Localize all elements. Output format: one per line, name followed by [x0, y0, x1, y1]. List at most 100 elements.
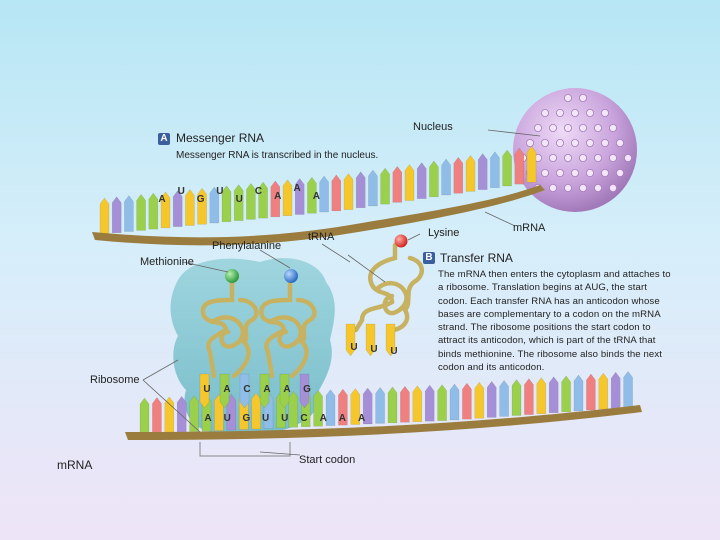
trna-label: tRNA [308, 231, 335, 243]
section-b-badge: B [423, 252, 435, 264]
start-codon-label: Start codon [299, 454, 356, 466]
mrna-base [355, 171, 366, 209]
mrna-base [392, 165, 403, 203]
nuclear-pore [579, 124, 588, 133]
mrna-base [462, 382, 472, 420]
nuclear-pore [594, 124, 603, 133]
nuclear-pore [579, 94, 588, 103]
nuclear-pore [594, 153, 603, 162]
top-strand-backbone [92, 185, 545, 246]
mrna-base [474, 381, 485, 419]
mrna-base [331, 174, 342, 212]
anticodon-base [259, 373, 270, 409]
mrna-base [623, 370, 633, 408]
mrna-base [561, 375, 571, 413]
mrna-base [429, 160, 439, 198]
nuclear-pore [609, 124, 618, 133]
anticodon-base [219, 373, 230, 409]
nuclear-pore [564, 124, 573, 133]
nuclear-pore [556, 168, 565, 177]
start-codon-bracket [199, 442, 291, 457]
top-strand-base-letter: A [158, 194, 165, 205]
nuclear-pore [616, 138, 625, 147]
methionine-label: Methionine [140, 256, 194, 268]
top-strand-base-letter: A [293, 183, 300, 194]
mrna-base [362, 387, 373, 425]
mrna-bottom-label: mRNA [57, 458, 93, 472]
top-strand-base-letter: U [216, 186, 223, 197]
mrna-base [548, 376, 559, 414]
mrna-base [400, 385, 410, 423]
mrna-base [221, 185, 232, 223]
nuclear-pore [601, 109, 610, 118]
mrna-base [375, 386, 385, 424]
mrna-base [288, 390, 299, 428]
bottom-strand-base-letter: A [320, 413, 327, 424]
anticodon-base [239, 373, 250, 409]
mrna-base [246, 182, 256, 220]
mrna-base [258, 181, 268, 219]
lysine-anticodon-base [345, 323, 356, 357]
nuclear-pore [609, 183, 618, 192]
bottom-strand-base-letter: G [243, 413, 251, 424]
bottom-strand-base-letter: A [204, 413, 211, 424]
top-strand-base-letter: A [274, 191, 281, 202]
top-strand-base-letter: U [236, 194, 243, 205]
nuclear-pore [624, 153, 633, 162]
mrna-base [307, 176, 317, 214]
mrna-base [486, 380, 497, 418]
ribosome-label: Ribosome [90, 374, 140, 386]
nuclear-pore [549, 153, 558, 162]
nuclear-pore [579, 183, 588, 192]
section-b-text: The mRNA then enters the cytoplasm and a… [438, 269, 671, 374]
mrna-base [282, 179, 293, 216]
lysine-anticodon-letter: U [370, 344, 377, 355]
nuclear-pores [519, 94, 633, 192]
mrna-base [368, 169, 378, 207]
nucleus [513, 88, 637, 212]
mrna-base [270, 180, 281, 218]
mrna-base [148, 192, 159, 230]
anticodon-letter: G [303, 384, 311, 395]
mrna-base [465, 154, 476, 192]
mrna-base [524, 378, 534, 415]
nuclear-pore [564, 153, 573, 162]
bottom-strand-base-letter: A [358, 413, 365, 424]
nuclear-pore [586, 168, 595, 177]
nuclear-pore [526, 138, 535, 147]
phenylalanine-ball [284, 269, 298, 283]
mrna-base [136, 193, 146, 231]
phenylalanine-trna-body [259, 279, 317, 379]
mrna-base [490, 151, 500, 189]
mrna-base [477, 153, 488, 190]
section-a-badge: A [158, 133, 170, 145]
anticodon-letter: C [243, 384, 250, 395]
bottom-strand-base-letter: U [281, 413, 288, 424]
top-strand-base-letter: C [255, 186, 262, 197]
lysine-anticodon-base [385, 323, 396, 357]
nuclear-pore [586, 138, 595, 147]
leader-lines [142, 129, 541, 456]
mrna-base [437, 384, 447, 421]
mrna-base [499, 380, 509, 417]
mrna-base [338, 388, 348, 426]
mrna-base [294, 178, 305, 215]
nuclear-pore [571, 109, 580, 118]
nuclear-pore [601, 168, 610, 177]
mrna-base [350, 388, 361, 425]
mrna-base [325, 389, 336, 426]
nuclear-pore [601, 138, 610, 147]
bottom-strand-backbone [125, 405, 642, 440]
anticodon-base [299, 373, 310, 409]
lysine-label: Lysine [428, 227, 460, 239]
mrna-base [176, 395, 187, 433]
mrna-base [502, 149, 512, 187]
nuclear-pore [564, 94, 573, 103]
mrna-base [164, 396, 175, 434]
methionine-trna-body [200, 279, 259, 379]
mrna-base [387, 386, 398, 424]
lysine-ball [394, 234, 408, 248]
section-a-caption: Messenger RNA is transcribed in the nucl… [176, 150, 379, 161]
mrna-base [99, 197, 110, 235]
